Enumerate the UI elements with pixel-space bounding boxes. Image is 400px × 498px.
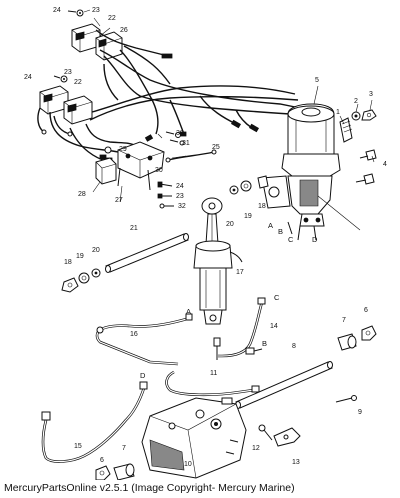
callout-22b: 22 [74, 79, 82, 86]
letter-B: B [278, 227, 283, 236]
bushing-7-nut-6-bottom [95, 463, 135, 480]
callout-20: 20 [226, 221, 234, 228]
bushing-7-nut-6-right [337, 325, 377, 351]
hose-fitting-B [245, 347, 263, 355]
callout-17: 17 [236, 269, 244, 276]
letter-B-hose: B [262, 339, 267, 348]
letter-A-hose: A [186, 307, 191, 316]
callout-20b: 20 [92, 247, 100, 254]
screw-12-bracket-13 [258, 424, 301, 447]
diagram-canvas: 24 23 22 26 24 23 22 5 1 2 3 4 30 31 29 … [24, 7, 387, 480]
hydraulic-hose-14 [213, 297, 266, 360]
callout-1: 1 [336, 109, 340, 116]
callout-6b: 6 [100, 457, 104, 464]
callout-11: 11 [210, 370, 217, 377]
callout-31: 31 [182, 140, 190, 147]
wire-lead-25 [165, 149, 217, 163]
callout-32: 32 [178, 203, 186, 210]
callout-10: 10 [184, 461, 192, 468]
letter-D: D [312, 235, 318, 244]
mounting-bolts-4 [355, 149, 377, 185]
callout-6: 6 [364, 307, 368, 314]
callout-2: 2 [354, 98, 358, 105]
callout-24: 24 [53, 7, 61, 14]
callout-18: 18 [258, 203, 266, 210]
callout-24b: 24 [24, 74, 32, 81]
letter-C-hose: C [274, 293, 280, 302]
callout-23: 23 [92, 7, 100, 14]
callout-19b: 19 [76, 253, 84, 260]
callout-12: 12 [252, 445, 260, 452]
callout-21: 21 [130, 225, 138, 232]
hydraulic-hose-15 [41, 381, 148, 463]
callout-27: 27 [115, 197, 123, 204]
callout-13: 13 [292, 459, 300, 466]
leader-lines [83, 9, 375, 231]
callout-5: 5 [315, 77, 319, 84]
relay-bracket-assembly [95, 141, 165, 191]
callout-4: 4 [383, 161, 387, 168]
copyright-caption: MercuryPartsOnline v2.5.1 (Image Copyrig… [4, 482, 295, 494]
manifold-10 [141, 397, 247, 479]
connection-letters: A B C D A C B D [140, 221, 318, 380]
pump-motor-assembly [261, 103, 341, 241]
relay-upper-pair [71, 23, 123, 61]
letter-D-hose: D [140, 371, 146, 380]
callout-26: 26 [120, 27, 128, 34]
callout-8: 8 [292, 343, 296, 350]
callout-24c: 24 [176, 183, 184, 190]
screw-washer-top [53, 9, 84, 83]
callout-7b: 7 [122, 445, 126, 452]
trim-cylinder-17 [193, 197, 243, 325]
callout-14: 14 [270, 323, 278, 330]
pivot-pin-8 [235, 361, 333, 409]
letter-A: A [268, 221, 273, 230]
callout-30: 30 [176, 130, 184, 137]
washers-18-19-20-lower [61, 268, 101, 293]
callout-15: 15 [74, 443, 82, 450]
callout-25: 25 [212, 144, 220, 151]
relay-lower-pair [39, 85, 93, 125]
cotter-pin-9 [335, 395, 357, 403]
callout-16: 16 [130, 331, 138, 338]
callout-23b: 23 [64, 69, 72, 76]
washers-18-19-20-upper [229, 175, 269, 195]
callout-18b: 18 [64, 259, 72, 266]
callout-7: 7 [342, 317, 346, 324]
hydraulic-hose-11 [165, 370, 260, 397]
wire-harness [37, 29, 301, 164]
callout-9: 9 [358, 409, 362, 416]
hydraulic-hose-16 [95, 313, 193, 366]
screws-24-23-32 [157, 181, 174, 209]
letter-C: C [288, 235, 294, 244]
callout-28: 28 [78, 191, 86, 198]
callout-19: 19 [244, 213, 252, 220]
pivot-pin-21 [105, 233, 189, 273]
callout-29: 29 [119, 146, 127, 153]
callout-30b: 30 [155, 167, 163, 174]
screws-30-31 [165, 131, 185, 146]
callout-22: 22 [108, 15, 116, 22]
callout-3: 3 [369, 91, 373, 98]
callout-labels: 24 23 22 26 24 23 22 5 1 2 3 4 30 31 29 … [24, 7, 387, 468]
hardware-1-2-3 [339, 109, 377, 143]
callout-23c: 23 [176, 193, 184, 200]
